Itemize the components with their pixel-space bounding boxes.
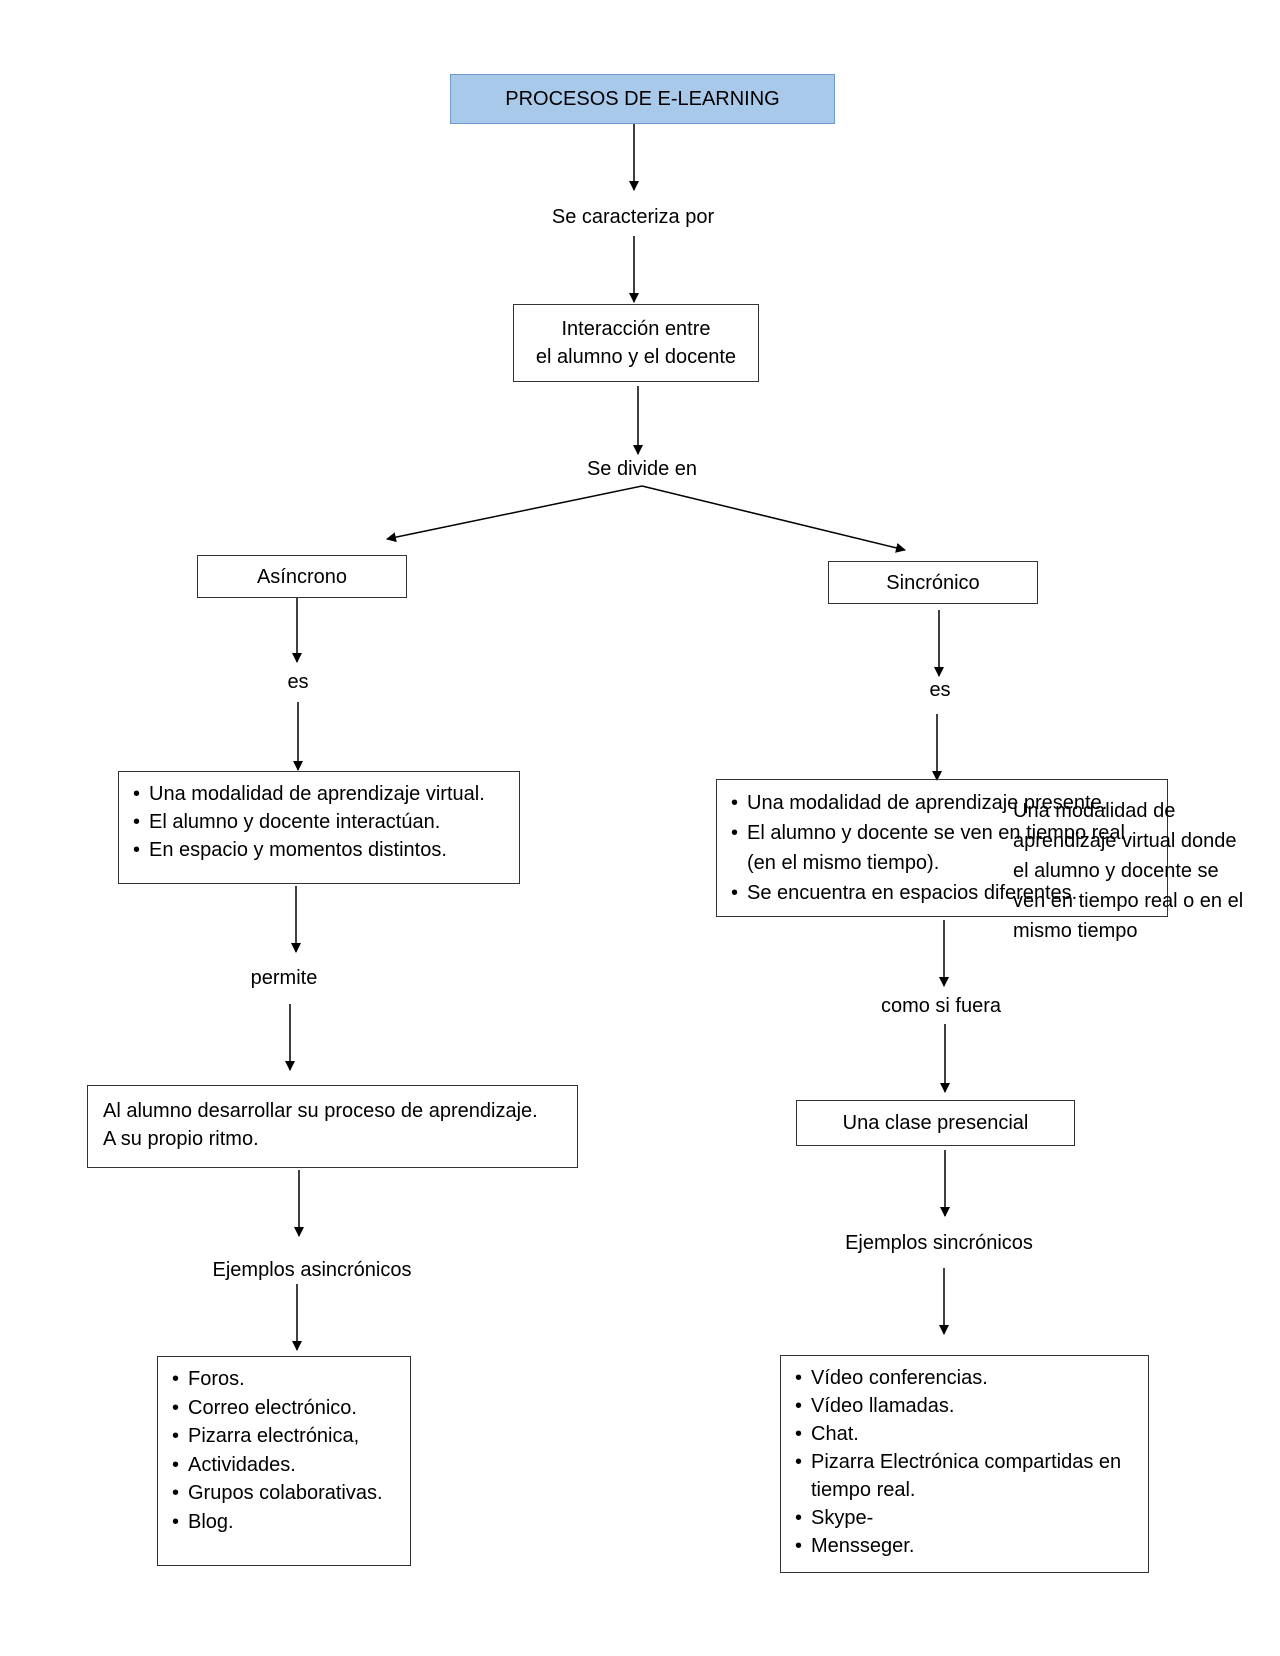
- list-item: Chat.: [795, 1420, 1134, 1448]
- arrow-divide-to-asincrono: [386, 485, 643, 543]
- label-como-si-fuera: como si fuera: [880, 995, 1002, 1017]
- overlay-line: ven en tiempo real o en el: [1013, 890, 1244, 912]
- sincronico-description-box: Una modalidad de aprendizaje presente. E…: [716, 779, 1168, 917]
- sincronico-description-list: Una modalidad de aprendizaje presente. E…: [731, 788, 1153, 908]
- asincrono-box: Asíncrono: [197, 555, 407, 598]
- list-item: Mensseger.: [795, 1532, 1134, 1560]
- list-item: Pizarra Electrónica compartidas en tiemp…: [795, 1448, 1134, 1504]
- interaccion-line-1: Interacción entre: [561, 318, 711, 340]
- list-item: El alumno y docente interactúan.: [133, 808, 505, 836]
- interaccion-line-2: el alumno y el docente: [535, 346, 737, 368]
- overlay-line: aprendizaje virtual donde: [1013, 830, 1237, 852]
- overlay-line: mismo tiempo: [1013, 920, 1138, 942]
- permite-line-2: A su propio ritmo.: [103, 1128, 259, 1150]
- sincronico-overlay-text: Una modalidad de aprendizaje virtual don…: [1013, 796, 1275, 946]
- label-es-right: es: [929, 679, 951, 701]
- list-item: En espacio y momentos distintos.: [133, 836, 505, 864]
- list-item: El alumno y docente se ven en tiempo rea…: [731, 818, 1153, 878]
- asincrono-examples-list: Foros. Correo electrónico. Pizarra elect…: [172, 1365, 396, 1536]
- clase-presencial-label: Una clase presencial: [842, 1112, 1029, 1134]
- clase-presencial-box: Una clase presencial: [796, 1100, 1075, 1146]
- label-permite: permite: [250, 967, 318, 989]
- sincronico-label: Sincrónico: [886, 571, 980, 594]
- label-se-divide-en: Se divide en: [586, 458, 698, 480]
- sincronico-examples-box: Vídeo conferencias. Vídeo llamadas. Chat…: [780, 1355, 1149, 1573]
- list-item: Se encuentra en espacios diferentes.: [731, 878, 1153, 908]
- asincrono-label: Asíncrono: [256, 565, 348, 588]
- title-box: PROCESOS DE E-LEARNING: [450, 74, 835, 124]
- label-ejemplos-sincronicos: Ejemplos sincrónicos: [845, 1232, 1033, 1254]
- list-item: Actividades.: [172, 1451, 396, 1480]
- list-item: Foros.: [172, 1365, 396, 1394]
- list-item: Vídeo llamadas.: [795, 1392, 1134, 1420]
- label-se-caracteriza-por: Se caracteriza por: [551, 206, 715, 228]
- label-es-left: es: [287, 671, 309, 693]
- asincrono-permite-box: Al alumno desarrollar su proceso de apre…: [87, 1085, 578, 1168]
- interaccion-box: Interacción entre el alumno y el docente: [513, 304, 759, 382]
- list-item: Skype-: [795, 1504, 1134, 1532]
- list-item: Grupos colaborativas.: [172, 1479, 396, 1508]
- overlay-line: el alumno y docente se: [1013, 860, 1219, 882]
- title-text: PROCESOS DE E-LEARNING: [505, 88, 780, 110]
- list-item: Una modalidad de aprendizaje presente.: [731, 788, 1153, 818]
- list-item: Pizarra electrónica,: [172, 1422, 396, 1451]
- list-item: Una modalidad de aprendizaje virtual.: [133, 780, 505, 808]
- asincrono-examples-box: Foros. Correo electrónico. Pizarra elect…: [157, 1356, 411, 1566]
- list-item: Blog.: [172, 1508, 396, 1537]
- list-item: Vídeo conferencias.: [795, 1364, 1134, 1392]
- overlay-line: Una modalidad de: [1013, 800, 1176, 822]
- arrow-divide-to-sincronico: [641, 485, 906, 553]
- sincronico-examples-list: Vídeo conferencias. Vídeo llamadas. Chat…: [795, 1364, 1134, 1560]
- list-item: Correo electrónico.: [172, 1394, 396, 1423]
- sincronico-box: Sincrónico: [828, 561, 1038, 604]
- label-ejemplos-asincronicos: Ejemplos asincrónicos: [212, 1259, 412, 1281]
- asincrono-description-box: Una modalidad de aprendizaje virtual. El…: [118, 771, 520, 884]
- permite-line-1: Al alumno desarrollar su proceso de apre…: [103, 1100, 538, 1122]
- asincrono-description-list: Una modalidad de aprendizaje virtual. El…: [133, 780, 505, 864]
